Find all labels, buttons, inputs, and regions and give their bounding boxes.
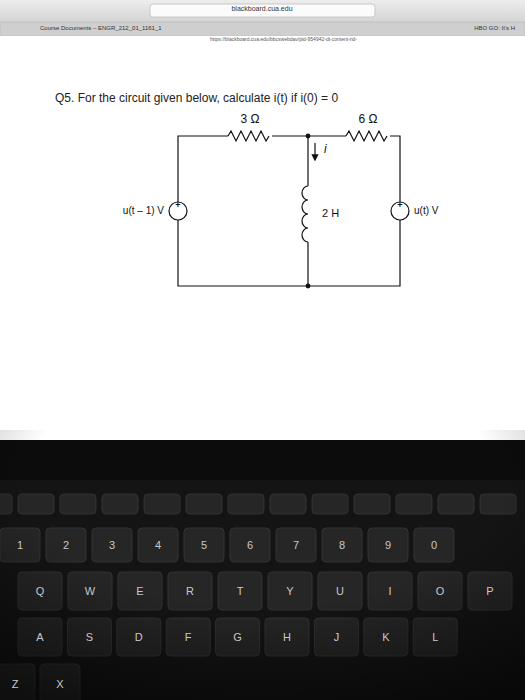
- key-label: T: [237, 585, 244, 597]
- title-bar: [0, 0, 525, 22]
- key-label: P: [486, 585, 493, 597]
- polarity-sign: +: [175, 201, 180, 211]
- key-label: 3: [109, 539, 115, 551]
- source-label: u(t) V: [414, 205, 438, 216]
- photo-vignette: [0, 430, 525, 700]
- polarity-sign: +: [397, 201, 402, 211]
- key-label: 0: [431, 539, 437, 551]
- key-label: Q: [36, 585, 45, 597]
- key-label: I: [388, 585, 391, 597]
- key-label: U: [336, 585, 344, 597]
- question-text: Q5. For the circuit given below, calcula…: [55, 91, 338, 105]
- tab-title: Course Documents – ENGR_212_01_1161_1: [40, 25, 162, 32]
- key-label: 2: [63, 539, 69, 551]
- key-label: J: [334, 631, 340, 643]
- circuit-schematic: [169, 131, 409, 288]
- key-label: W: [85, 585, 95, 597]
- inductor-label: 2 H: [322, 207, 339, 219]
- key-label: 1: [17, 539, 23, 551]
- tab-title: HBO GO: It's H: [474, 25, 515, 32]
- resistor-symbol: [346, 131, 387, 141]
- key-label: 9: [385, 539, 391, 551]
- resistor-label: 3 Ω: [241, 113, 260, 126]
- junction: [306, 134, 310, 138]
- junction: [306, 284, 310, 288]
- page-area: [0, 36, 525, 440]
- source-label: u(t – 1) V: [123, 205, 164, 216]
- voltage-source: [169, 202, 187, 220]
- key-label: X: [56, 678, 63, 690]
- browser-page: [0, 0, 525, 440]
- key-label: Z: [12, 678, 19, 690]
- key-label: R: [186, 585, 194, 597]
- key-label: H: [283, 631, 291, 643]
- key-label: 5: [201, 539, 207, 551]
- wire: [178, 136, 228, 202]
- address-text: blackboard.cua.edu: [231, 5, 292, 13]
- key-label: K: [382, 631, 389, 643]
- key-label: 8: [339, 539, 345, 551]
- key-label: 4: [155, 539, 161, 551]
- key-label: L: [432, 631, 438, 643]
- key-label: Y: [286, 585, 293, 597]
- key-label: A: [36, 631, 43, 643]
- key-label: F: [185, 631, 192, 643]
- wire: [307, 242, 308, 286]
- tab-bar: [0, 22, 525, 36]
- key-label: 7: [293, 539, 299, 551]
- key-label: 6: [247, 539, 253, 551]
- resistor-label: 6 Ω: [359, 113, 378, 126]
- current-label: i: [324, 143, 327, 156]
- current-arrow: [314, 143, 315, 160]
- inductor-symbol: [302, 186, 308, 242]
- key-label: G: [233, 631, 242, 643]
- resistor-symbol: [228, 131, 269, 141]
- voltage-source: [391, 202, 409, 220]
- key-label: E: [136, 585, 143, 597]
- wire: [307, 136, 308, 186]
- key-label: S: [86, 631, 93, 643]
- wire: [390, 136, 400, 202]
- address-field: [150, 4, 375, 17]
- key-label: D: [135, 631, 143, 643]
- url-text: https://blackboard.cua.edu/bbcswebdav/pi…: [210, 37, 357, 43]
- wire: [178, 220, 400, 286]
- key-label: O: [436, 585, 445, 597]
